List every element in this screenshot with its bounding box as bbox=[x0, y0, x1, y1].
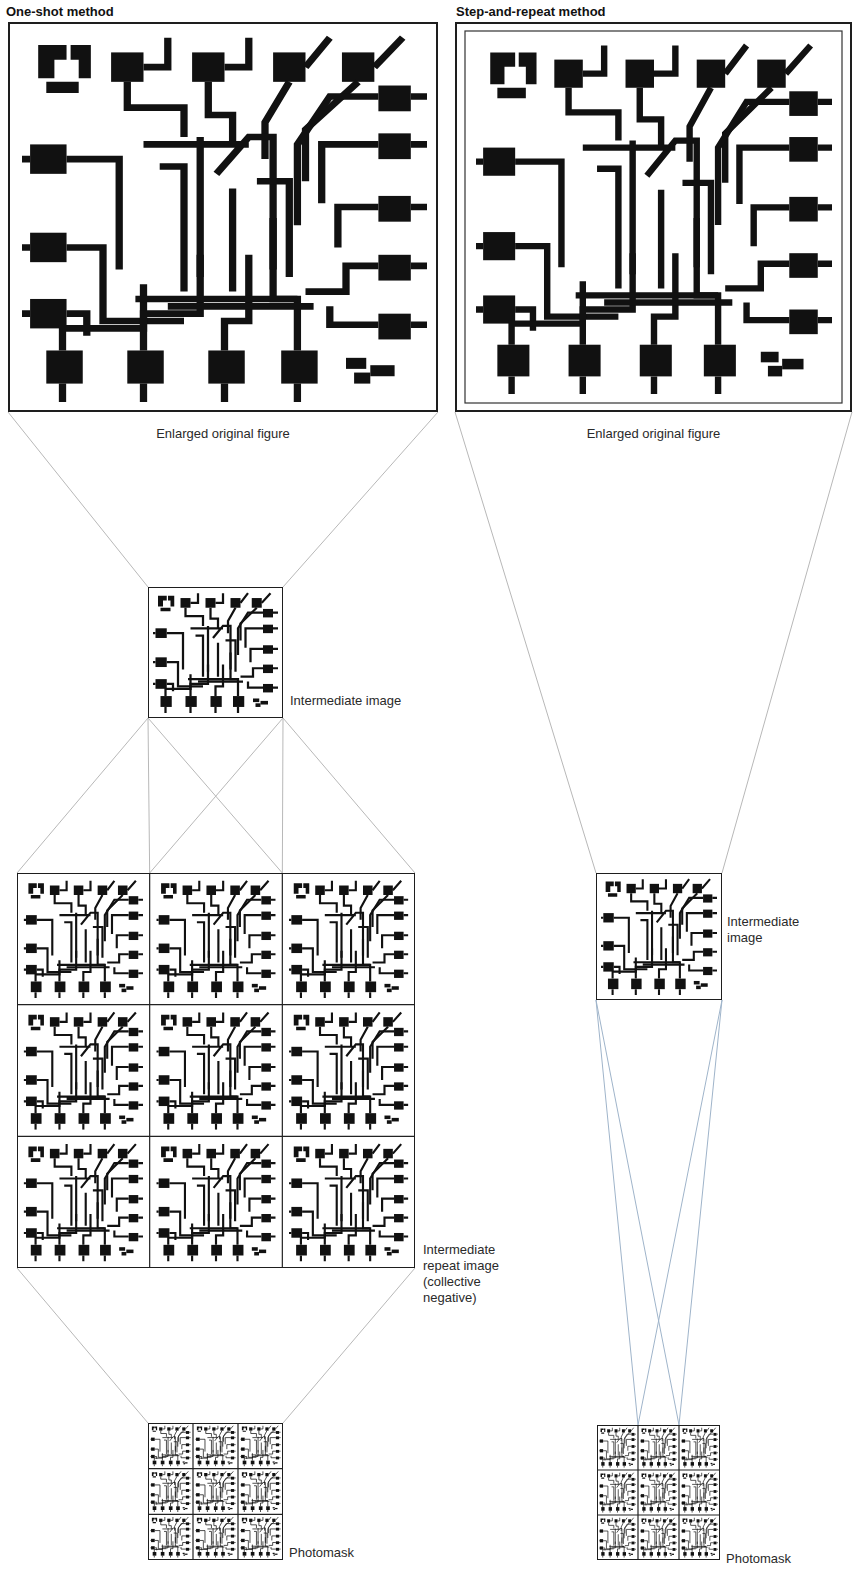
figure-frame: Enlarged original figure bbox=[455, 22, 852, 412]
figure-caption: Intermediate image bbox=[727, 914, 831, 946]
figure-frame: Intermediate repeat image (collective ne… bbox=[17, 873, 415, 1268]
projection-line bbox=[17, 718, 415, 873]
figure-frame: Photomask bbox=[148, 1423, 283, 1560]
figure-caption: Intermediate repeat image (collective ne… bbox=[423, 1242, 515, 1306]
figure-frame: Photomask bbox=[597, 1425, 720, 1560]
figure-caption: Intermediate image bbox=[290, 693, 401, 709]
figure-frame: Intermediate image bbox=[596, 873, 722, 1000]
method-title: One-shot method bbox=[6, 4, 114, 19]
figure-frame: Intermediate image bbox=[148, 587, 283, 718]
projection-line bbox=[8, 412, 438, 587]
circuit-pictures bbox=[17, 31, 842, 1560]
figure-caption: Enlarged original figure bbox=[10, 426, 436, 442]
figure-caption: Photomask bbox=[289, 1545, 354, 1561]
method-title: Step-and-repeat method bbox=[456, 4, 606, 19]
figure-caption: Enlarged original figure bbox=[457, 426, 850, 442]
projection-line bbox=[596, 1000, 722, 1425]
projection-line bbox=[17, 1268, 415, 1423]
figure-caption: Photomask bbox=[726, 1551, 791, 1567]
projection-line bbox=[455, 412, 852, 873]
figure-frame: Enlarged original figure bbox=[8, 22, 438, 412]
